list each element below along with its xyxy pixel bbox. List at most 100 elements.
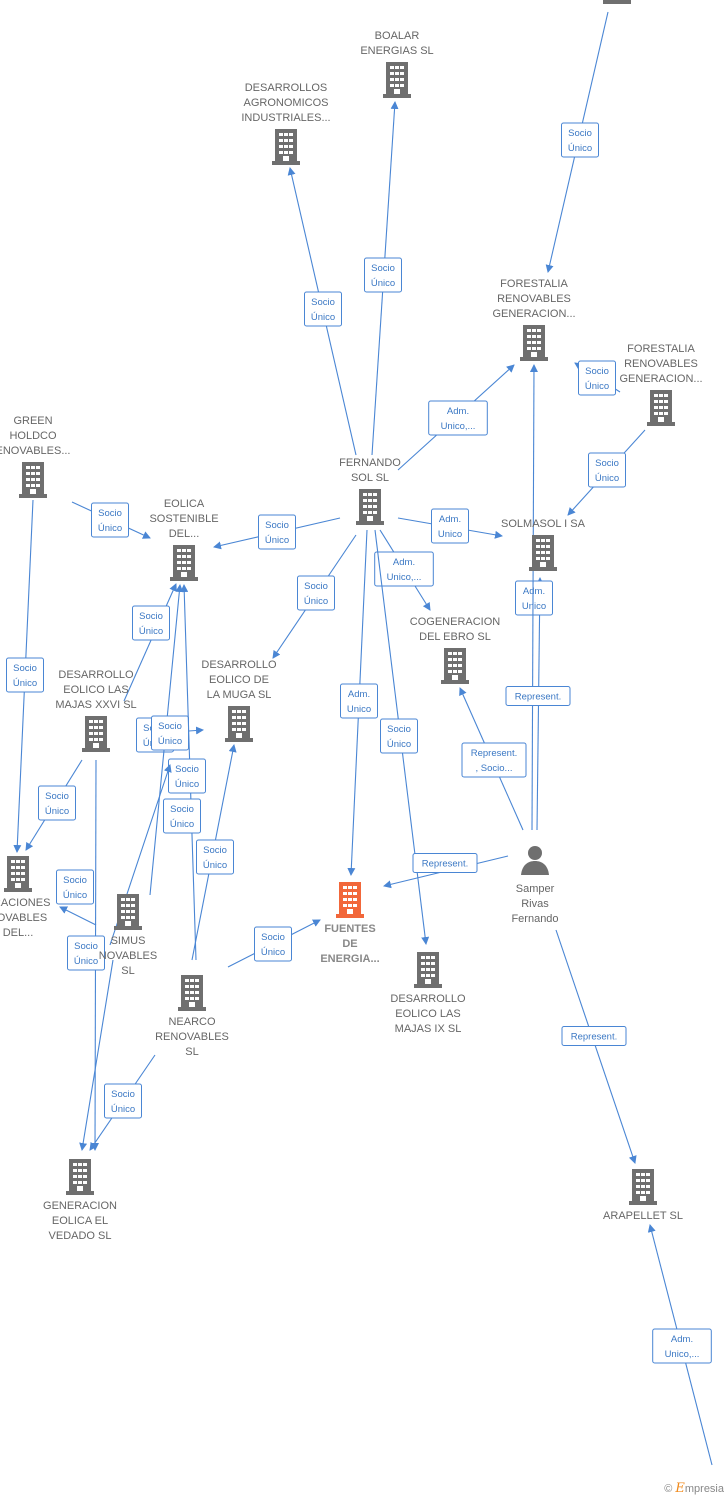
edge-label-text: Único (139, 626, 163, 637)
node-label-line: LA MUGA SL (207, 689, 272, 701)
edge-label-text: Unico (522, 601, 546, 612)
edge-label-box[interactable]: Represent. (505, 686, 571, 706)
edge-label-frame (67, 935, 105, 971)
node-label-line: ENERGIAS SL (360, 45, 433, 57)
edge-label-text: Único (304, 596, 328, 607)
building-icon (414, 952, 442, 988)
node-eolica[interactable]: EOLICASOSTENIBLEDEL... (149, 498, 219, 581)
edge-label-text: Socio (595, 458, 619, 469)
edge-label-text: Unico,... (665, 1349, 700, 1360)
node-label-line: MAJAS IX SL (395, 1023, 462, 1035)
node-label-line: GENERACION... (619, 373, 702, 385)
edge-label-box[interactable]: Adm.Unico (515, 580, 553, 616)
edge-label-frame (297, 575, 335, 611)
node-green[interactable]: GREENHOLDCOENOVABLES... (0, 415, 71, 498)
edge-label-frame (561, 122, 599, 158)
node-label-line: SOLMASOL I SA (501, 518, 586, 530)
edge-label-frame (38, 785, 76, 821)
node-n_top[interactable] (603, 0, 631, 4)
edge-label-frame (6, 657, 44, 693)
edge-label-box[interactable]: Adm.Unico,... (428, 400, 488, 436)
node-forestalia2[interactable]: FORESTALIARENOVABLESGENERACION... (619, 343, 703, 426)
edge-samper-to-solmasol: Adm.Unico (515, 577, 553, 831)
edge-label-text: Socio (63, 875, 87, 886)
edge-label-box[interactable]: Adm.Unico (340, 683, 378, 719)
node-fuentes[interactable]: FUENTESDEENERGIA... (320, 882, 380, 965)
edge-label-box[interactable]: Represent. (561, 1026, 627, 1046)
edge-n_bottom-to-arapellet: Adm.Unico,... (647, 1224, 713, 1466)
edge-label-text: Único (261, 947, 285, 958)
node-label-line: VEDADO SL (49, 1230, 112, 1242)
edge-label-text: Único (203, 860, 227, 871)
edge-label-text: Socio (304, 581, 328, 592)
edge-label-box[interactable]: Represent., Socio... (461, 742, 527, 778)
node-gen_left[interactable]: ERACIONESNOVABLESDEL... (0, 856, 50, 939)
node-desagro[interactable]: DESARROLLOSAGRONOMICOSINDUSTRIALES... (241, 82, 331, 165)
edge-label-frame (578, 360, 616, 396)
edge-label-text: Único (585, 381, 609, 392)
node-label-line: RENOVABLES (155, 1031, 229, 1043)
node-label-line: ERACIONES (0, 897, 50, 909)
edge-label-box[interactable]: Adm.Unico,... (652, 1328, 712, 1364)
edge-label-box[interactable]: Adm.Unico (431, 508, 469, 544)
edge-label-text: Único (111, 1104, 135, 1115)
edge-samper-to-forestalia1: Represent. (505, 364, 571, 831)
brand-initial: E (675, 1481, 685, 1496)
node-arapellet[interactable]: ARAPELLET SL (603, 1169, 683, 1222)
edge-label-text: Único (98, 523, 122, 534)
node-label-line: Samper (516, 883, 555, 895)
node-solmasol[interactable]: SOLMASOL I SA (501, 518, 586, 571)
edge-label-text: Socio (98, 508, 122, 519)
node-label-line: NEARCO (168, 1016, 216, 1028)
node-label-line: FUENTES (324, 923, 375, 935)
building-icon (178, 975, 206, 1011)
node-forestalia1[interactable]: FORESTALIARENOVABLESGENERACION... (492, 278, 576, 361)
edge-label-box[interactable]: Adm.Unico,... (374, 551, 434, 587)
edge-label-frame (304, 291, 342, 327)
edge-line (123, 583, 177, 702)
building-icon (4, 856, 32, 892)
edge-label-box[interactable]: Represent. (412, 853, 478, 873)
node-label-line: SOL SL (351, 472, 389, 484)
edge-label-frame (254, 926, 292, 962)
node-label-line: MAJAS XXVI SL (55, 699, 136, 711)
node-label-line: EOLICO LAS (63, 684, 128, 696)
edge-label-text: Socio (387, 724, 411, 735)
